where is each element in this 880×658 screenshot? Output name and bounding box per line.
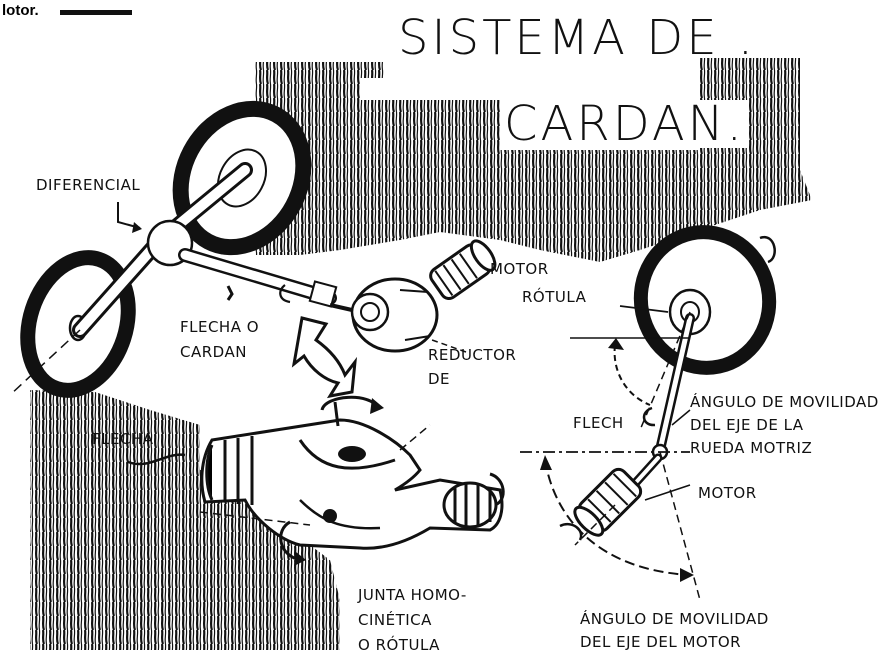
label-diferencial: DIFERENCIAL	[36, 176, 141, 194]
shaft-leader-mark	[226, 285, 234, 301]
label-flech: FLECH	[573, 414, 624, 432]
textured-background	[30, 58, 812, 650]
label-motor-top: MOTOR	[490, 260, 549, 278]
label-motor-right: MOTOR	[698, 484, 757, 502]
title-line-2: CARDAN.	[500, 100, 749, 148]
label-angulo-rueda-3: RUEDA MOTRIZ	[690, 439, 813, 457]
top-motor	[429, 239, 497, 301]
label-flecha: FLECHA	[92, 430, 154, 448]
right-motor	[573, 467, 643, 537]
corner-underline	[60, 10, 132, 15]
label-de: DE	[428, 370, 451, 388]
label-junta-3: O RÓTULA	[358, 636, 440, 654]
universal-joint-detail	[127, 395, 505, 566]
label-flecha-o: FLECHA O	[180, 318, 260, 336]
zoom-arrow	[291, 316, 358, 399]
label-cardan: CARDAN	[180, 343, 247, 361]
label-angulo-rueda-1: ÁNGULO DE MOVILIDAD	[690, 393, 879, 411]
top-wheel-hub	[217, 148, 267, 208]
label-rotula: RÓTULA	[522, 288, 587, 306]
left-drivetrain	[9, 100, 497, 399]
label-angulo-motor-1: ÁNGULO DE MOVILIDAD	[580, 610, 769, 628]
label-junta-1: JUNTA HOMO-	[358, 586, 467, 604]
label-junta-2: CINÉTICA	[358, 611, 432, 629]
right-wheel-geometry	[520, 225, 777, 601]
title-line-1: SISTEMA DE .	[398, 10, 757, 66]
corner-text: lotor.	[2, 2, 39, 19]
label-angulo-motor-2: DEL EJE DEL MOTOR	[580, 633, 742, 651]
label-reductor: REDUCTOR	[428, 346, 517, 364]
label-angulo-rueda-2: DEL EJE DE LA	[690, 416, 804, 434]
